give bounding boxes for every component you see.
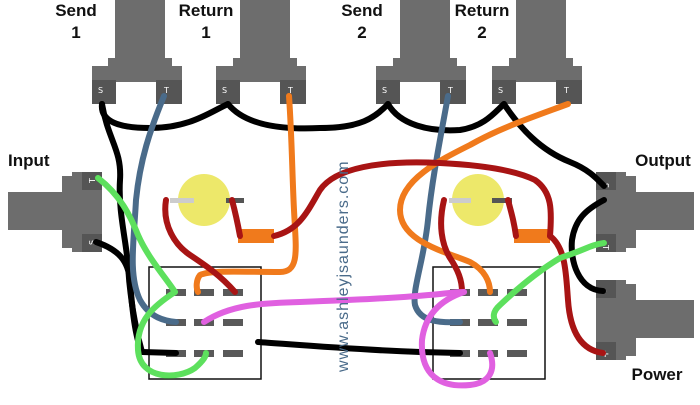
pin-label-sleeve: S [498, 86, 503, 95]
jack-return-2: S T [492, 0, 582, 104]
ground-wire [98, 101, 231, 131]
label-line: Return [454, 1, 510, 20]
power-wire [271, 159, 554, 239]
bypass-wire [418, 289, 496, 389]
label-line: 1 [71, 23, 81, 42]
led-2-resistor-wire [505, 197, 519, 239]
jack-send-2: S T [376, 0, 466, 104]
pin-label-sleeve: S [222, 86, 227, 95]
label-line: Return [178, 1, 234, 20]
label-send-2: Send 2 [330, 0, 394, 44]
return-2-wire [397, 101, 571, 295]
pin-label-tip: T [563, 86, 569, 95]
label-output: Output [635, 151, 691, 170]
return-1-wire [193, 93, 299, 295]
input-wire [95, 175, 178, 295]
output-wire [490, 240, 607, 325]
led-1-wire [162, 197, 238, 295]
label-power: Power [631, 365, 683, 384]
ground-wire [568, 197, 607, 294]
jack-output: S T [596, 172, 694, 252]
power-wire [547, 233, 606, 356]
pin-label-tip: T [163, 86, 169, 95]
label-return-1: Return 1 [170, 0, 242, 44]
jack-return-1: S T [216, 0, 306, 104]
pin-label-sleeve: S [382, 86, 387, 95]
label-line: 2 [477, 23, 487, 42]
label-line: Send [55, 1, 97, 20]
ground-wire [139, 349, 179, 356]
jack-power: - + [596, 280, 694, 360]
resistor-2 [514, 229, 550, 243]
jack-input: T S [8, 172, 102, 252]
ground-wire [225, 101, 391, 132]
label-return-2: Return 2 [446, 0, 518, 44]
led-2-wire [438, 197, 465, 295]
label-input: Input [8, 151, 50, 170]
label-line: 2 [357, 23, 367, 42]
label-line: 1 [201, 23, 211, 42]
led-2 [449, 174, 512, 226]
jack-send-1: S T [92, 0, 182, 104]
label-line: Send [341, 1, 383, 20]
led-1-resistor-wire [229, 197, 243, 239]
pin-label-sleeve: S [88, 240, 97, 245]
input-wire [134, 289, 209, 379]
watermark-text: www.ashleyjsaunders.com [335, 160, 352, 373]
pin-label-tip: T [88, 178, 97, 184]
label-send-1: Send 1 [44, 0, 108, 44]
pin-label-tip: T [447, 86, 453, 95]
ground-wire [385, 101, 507, 134]
pin-label-sleeve: S [98, 86, 103, 95]
ground-wire [255, 339, 463, 356]
send-1-wire [129, 93, 179, 325]
pin-label-tip: T [287, 86, 293, 95]
pin-label-tip: T [601, 244, 610, 250]
resistor-1 [238, 229, 274, 243]
